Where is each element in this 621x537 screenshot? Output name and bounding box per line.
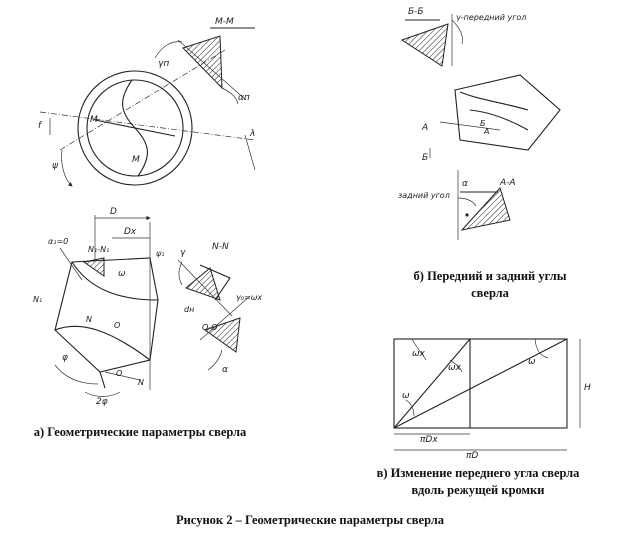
caption-panel-b-line1: б) Передний и задний углы xyxy=(413,269,567,283)
label-n1: N₁ xyxy=(33,295,42,304)
section-bb xyxy=(400,14,463,67)
label-alpha: α xyxy=(222,365,228,375)
label-gamma0: γ₀=ωx xyxy=(236,293,262,302)
caption-panel-v-line1: в) Изменение переднего угла сверла xyxy=(376,466,580,480)
label-oo: O-O xyxy=(202,323,217,332)
section-aa xyxy=(457,170,511,240)
label-m1: M xyxy=(90,115,98,125)
label-omega-right: ω xyxy=(528,357,536,367)
label-oo1: O xyxy=(114,321,120,330)
label-two-phi: 2φ xyxy=(96,397,108,407)
label-gamma-n: γп xyxy=(158,59,169,69)
label-rear-angle: задний угол xyxy=(398,191,450,200)
development-diagram xyxy=(393,338,581,451)
label-alpha-b: α xyxy=(462,179,468,189)
label-b1: Б xyxy=(480,119,486,128)
label-Dx: Dx xyxy=(124,227,137,237)
label-n2: N xyxy=(138,378,144,387)
label-n1n1: N₁-N₁ xyxy=(88,245,109,254)
label-D: D xyxy=(110,207,117,217)
label-gamma: γ xyxy=(180,248,186,258)
label-section-aa: А-А xyxy=(499,178,516,188)
label-oo2: O xyxy=(116,369,122,378)
label-phi: φ xyxy=(62,353,68,363)
label-pi-d: πD xyxy=(466,451,478,461)
caption-panel-b-line2: сверла xyxy=(471,286,509,300)
label-pi-dx: πDx xyxy=(420,435,438,445)
drill-side-view xyxy=(54,215,159,397)
label-a1: А xyxy=(421,123,428,133)
label-front-angle: γ-передний угол xyxy=(456,13,526,22)
label-b2: Б xyxy=(422,153,428,163)
caption-panel-b: б) Передний и задний углы сверла xyxy=(380,268,600,302)
label-psi: ψ xyxy=(52,161,59,171)
label-m2: M xyxy=(132,155,140,165)
label-omega-left: ω xyxy=(402,391,410,401)
caption-panel-v-line2: вдоль режущей кромки xyxy=(411,483,545,497)
caption-panel-v: в) Изменение переднего угла сверла вдоль… xyxy=(335,465,621,499)
label-H: H xyxy=(584,383,591,393)
drill-tip-view xyxy=(429,74,561,158)
label-n-small: N xyxy=(86,315,92,324)
drill-end-view xyxy=(39,49,256,187)
label-psi1: ψ₁ xyxy=(156,249,164,258)
section-nn xyxy=(177,259,233,317)
caption-panel-a: а) Геометрические параметры сверла xyxy=(33,425,247,439)
label-lambda: λ xyxy=(249,129,255,139)
label-a2: А xyxy=(483,127,489,136)
label-f: f xyxy=(38,121,43,131)
label-omega-x-top: ωx xyxy=(412,349,426,359)
label-section-mm: M-M xyxy=(215,17,234,27)
label-omega: ω xyxy=(118,269,126,279)
section-mm xyxy=(154,27,255,105)
label-dn: dн xyxy=(184,305,194,314)
figure-caption: Рисунок 2 – Геометрические параметры све… xyxy=(175,513,445,527)
label-section-bb: Б-Б xyxy=(408,7,424,17)
section-oo xyxy=(199,295,251,371)
label-omega-x-mid: ωx xyxy=(448,363,462,373)
label-alpha1: α₁=0 xyxy=(48,237,68,246)
label-nn: N-N xyxy=(212,242,229,252)
label-alpha-n: αп xyxy=(238,93,250,103)
